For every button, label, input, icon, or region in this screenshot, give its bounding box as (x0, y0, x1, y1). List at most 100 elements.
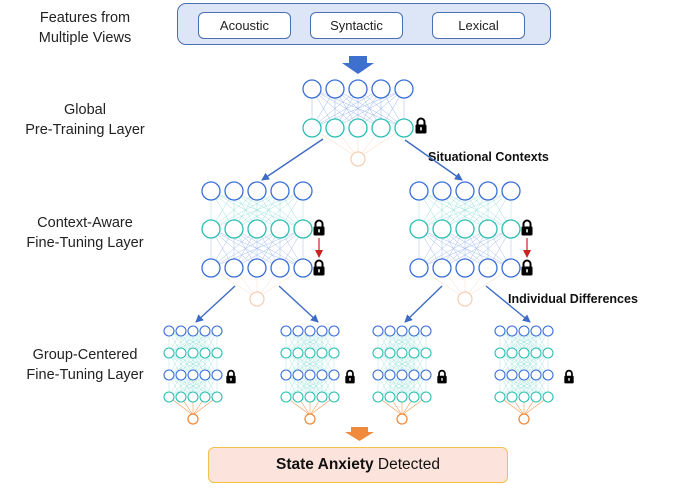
group-node (396, 391, 408, 403)
input-node (247, 181, 267, 201)
group-node (199, 369, 211, 381)
lock-icon (521, 219, 533, 236)
output-node (249, 291, 265, 307)
hidden-node (325, 118, 345, 138)
hidden-node (270, 219, 290, 239)
group-node (408, 347, 420, 359)
hidden-node (371, 118, 391, 138)
group-node (384, 347, 396, 359)
features-label: Features from Multiple Views (38, 10, 132, 46)
group-node (542, 347, 554, 359)
group-node (292, 369, 304, 381)
hidden-node (293, 258, 313, 278)
group-node (199, 391, 211, 403)
hidden-node (501, 258, 521, 278)
group-node (280, 347, 292, 359)
group-node (163, 325, 175, 337)
connector-arrow (404, 285, 443, 323)
output-node (304, 413, 316, 425)
group-node (280, 391, 292, 403)
output-node (187, 413, 199, 425)
input-node (409, 181, 429, 201)
group-node (420, 391, 432, 403)
group-node (384, 391, 396, 403)
connector-arrow (261, 138, 324, 181)
hidden-node (501, 219, 521, 239)
group-node (175, 325, 187, 337)
group-node (163, 347, 175, 359)
output-node (518, 413, 530, 425)
hidden-node (432, 219, 452, 239)
group-node (199, 347, 211, 359)
lock-icon (313, 219, 325, 236)
result-box: State Anxiety Detected (208, 447, 508, 483)
group-node (187, 325, 199, 337)
group-node (304, 391, 316, 403)
group-node (506, 325, 518, 337)
connector-arrow (195, 285, 236, 323)
group-node (494, 325, 506, 337)
group-node (372, 369, 384, 381)
hidden-node (455, 258, 475, 278)
group-node (542, 325, 554, 337)
group-node (530, 325, 542, 337)
hidden-node (224, 219, 244, 239)
input-node (371, 79, 391, 99)
input-node (224, 181, 244, 201)
hidden-node (247, 219, 267, 239)
input-node (201, 181, 221, 201)
result-bold-text: State Anxiety (276, 456, 374, 473)
group-node (372, 391, 384, 403)
global-layer-label: Global Pre-Training Layer (25, 102, 145, 138)
group-node (494, 369, 506, 381)
group-node (518, 325, 530, 337)
group-node (396, 369, 408, 381)
group-node (384, 325, 396, 337)
output-node (350, 151, 366, 167)
input-node (270, 181, 290, 201)
input-node (394, 79, 414, 99)
input-node (302, 79, 322, 99)
hidden-node (478, 219, 498, 239)
context-layer-label: Context-Aware Fine-Tuning Layer (26, 215, 144, 251)
down-arrow-icon (342, 56, 374, 74)
input-node (348, 79, 368, 99)
group-node (292, 347, 304, 359)
group-node (304, 369, 316, 381)
group-node (175, 347, 187, 359)
group-node (420, 347, 432, 359)
group-node (506, 391, 518, 403)
group-node (328, 369, 340, 381)
group-node (384, 369, 396, 381)
group-node (530, 347, 542, 359)
group-node (187, 347, 199, 359)
group-node (211, 325, 223, 337)
group-node (316, 391, 328, 403)
hidden-node (201, 219, 221, 239)
output-node (457, 291, 473, 307)
group-node (542, 369, 554, 381)
group-node (304, 325, 316, 337)
feature-syntactic: Syntactic (310, 12, 403, 39)
group-node (280, 369, 292, 381)
group-node (518, 391, 530, 403)
group-node (408, 369, 420, 381)
group-node (280, 325, 292, 337)
hidden-node (247, 258, 267, 278)
group-node (506, 347, 518, 359)
group-node (506, 369, 518, 381)
group-node (396, 325, 408, 337)
group-node (175, 391, 187, 403)
group-node (292, 325, 304, 337)
input-node (293, 181, 313, 201)
group-layer-label: Group-Centered Fine-Tuning Layer (26, 347, 144, 383)
lock-icon (564, 369, 574, 384)
group-node (211, 369, 223, 381)
lock-icon (226, 369, 236, 384)
hidden-node (478, 258, 498, 278)
group-node (175, 369, 187, 381)
group-node (328, 391, 340, 403)
group-node (187, 391, 199, 403)
group-node (408, 325, 420, 337)
output-node (396, 413, 408, 425)
